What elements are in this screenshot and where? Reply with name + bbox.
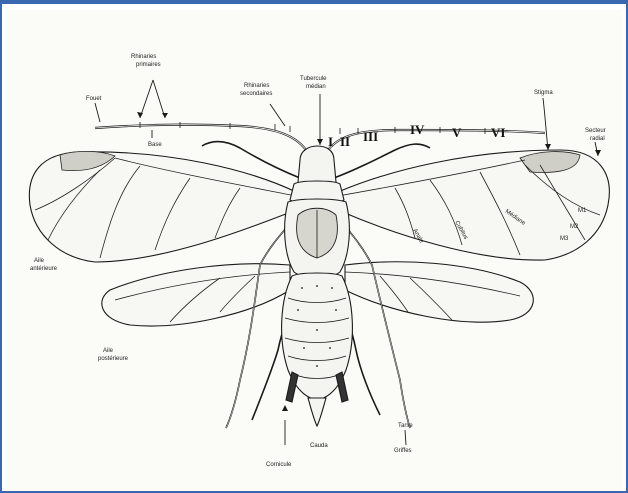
left-antenna-inner: [95, 125, 306, 150]
label-griffes: Griffes: [394, 448, 412, 454]
cauda: [308, 398, 326, 426]
label-segment-v: V: [452, 125, 462, 140]
label-tarse: Tarse: [398, 423, 413, 429]
label-m2: M2: [570, 224, 579, 230]
label-segment-ii: II: [340, 134, 350, 149]
label-cornicule: Cornicule: [266, 462, 292, 468]
head: [298, 146, 336, 187]
label-m3: M3: [560, 236, 569, 242]
label-segment-iv: IV: [410, 122, 425, 137]
label-segment-iii: III: [363, 129, 378, 144]
label-fouet: Fouet: [86, 96, 102, 102]
label-m1: M1: [578, 208, 587, 214]
label-segment-i: I: [328, 134, 333, 149]
label-cauda: Cauda: [310, 443, 328, 449]
label-base: Base: [148, 142, 162, 148]
label-segment-vi: VI: [491, 125, 505, 140]
right-antenna-inner: [328, 130, 545, 150]
right-cornicle: [336, 372, 348, 402]
label-stigma: Stigma: [534, 90, 553, 96]
left-antenna: [95, 125, 306, 150]
left-cornicle: [286, 372, 298, 402]
left-hindwing: [102, 264, 290, 326]
